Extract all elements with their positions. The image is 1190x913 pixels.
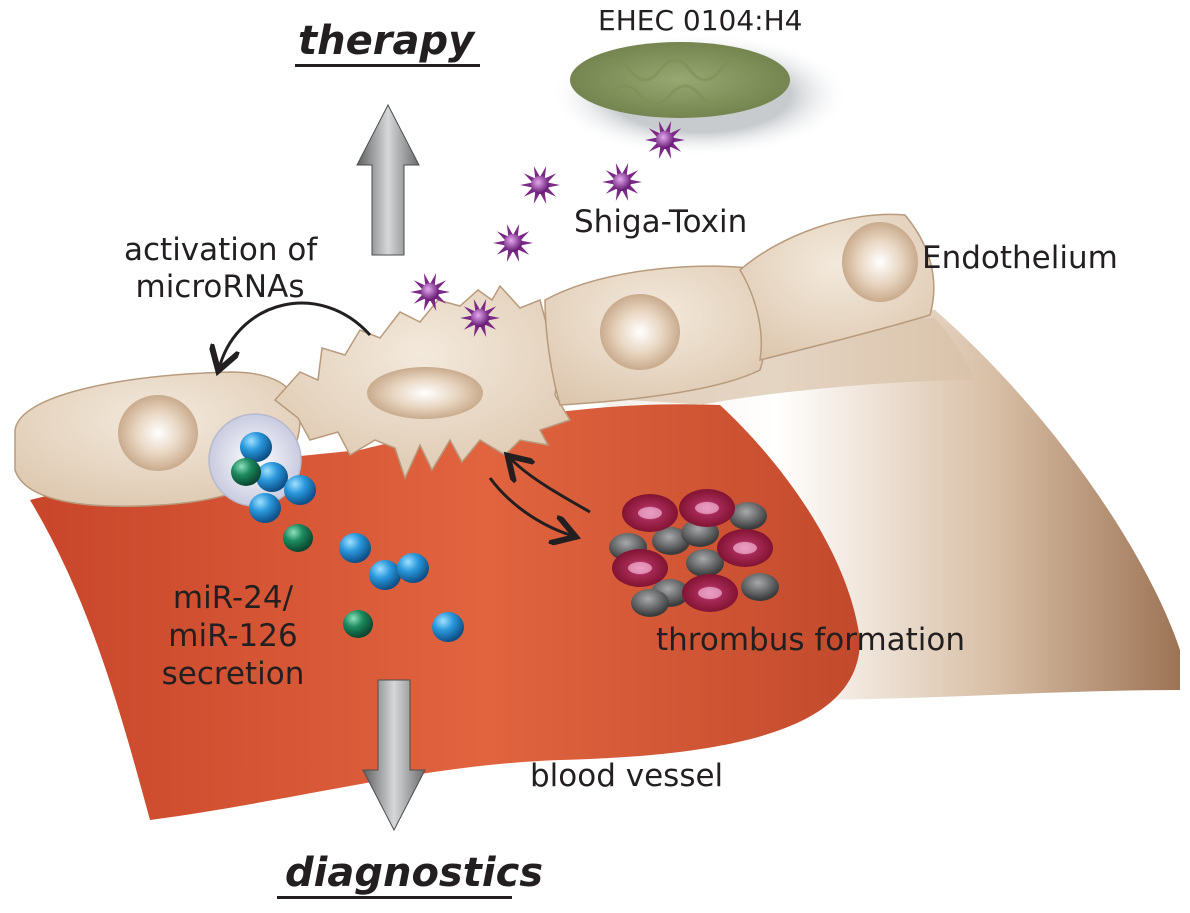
platelet-4 — [686, 549, 724, 577]
mir-24-sphere-3 — [284, 475, 316, 505]
red-blood-cell-4 — [717, 529, 773, 567]
mir-24-sphere-1 — [240, 432, 272, 462]
red-blood-cell-1 — [622, 494, 678, 532]
activation-arrow — [220, 301, 372, 365]
shiga-toxin-3 — [520, 166, 560, 204]
mirna-secretion-label: miR-24/ miR-126 secretion — [158, 580, 308, 693]
cell-nucleus-right — [842, 222, 918, 302]
mir-126-sphere-3 — [343, 610, 373, 638]
diagnostics-arrow — [362, 679, 426, 832]
platelet-2 — [652, 527, 690, 555]
mir-24-sphere-5 — [339, 533, 371, 563]
cell-nucleus — [118, 395, 198, 471]
shiga-toxin-group — [410, 121, 685, 337]
shiga-toxin-4 — [493, 224, 533, 262]
shiga-toxin-5 — [410, 273, 450, 311]
activation-label-line2: microRNAs — [135, 268, 305, 305]
mir-label-line3: secretion — [161, 655, 305, 692]
mir-label-line1: miR-24/ — [172, 580, 294, 616]
red-blood-cell-2 — [679, 489, 735, 527]
mir-24-sphere-2 — [256, 462, 288, 492]
cell-nucleus-middle — [600, 294, 680, 370]
thrombus-cluster — [609, 489, 779, 617]
ehec-label: EHEC 0104:H4 — [598, 4, 803, 37]
endothelium-label: Endothelium — [922, 240, 1118, 276]
shiga-toxin-2 — [602, 163, 642, 201]
platelet-7 — [631, 589, 669, 617]
platelet-6 — [741, 573, 779, 601]
red-blood-cell-5 — [682, 574, 738, 612]
shiga-toxin-6 — [460, 299, 500, 337]
blood-vessel-label: blood vessel — [530, 758, 724, 794]
mir-24-sphere-4 — [249, 493, 281, 523]
mirna-group — [231, 432, 464, 642]
diagnostics-underline — [277, 896, 512, 899]
thrombus-arrow-out — [488, 477, 570, 535]
platelet-3 — [729, 502, 767, 530]
mir-24-sphere-8 — [432, 612, 464, 642]
damaged-cell-nucleus — [367, 367, 483, 419]
shiga-toxin-1 — [645, 121, 685, 159]
bacterium-texture — [598, 58, 752, 106]
mir-24-sphere-6 — [369, 560, 401, 590]
mir-126-sphere-1 — [231, 458, 261, 486]
thrombus-arrow-back — [512, 460, 591, 514]
thrombus-label: thrombus formation — [656, 622, 966, 658]
ehec-bacterium — [570, 42, 790, 118]
therapy-underline — [295, 64, 480, 67]
mir-label-line2: miR-126 — [168, 617, 298, 654]
mir-24-sphere-7 — [397, 553, 429, 583]
diagnostics-label: diagnostics — [285, 850, 544, 896]
shiga-toxin-label: Shiga-Toxin — [574, 204, 748, 240]
therapy-arrow — [356, 103, 420, 256]
red-blood-cell-3 — [612, 549, 668, 587]
activation-label-line1: activation of — [124, 232, 318, 268]
therapy-label: therapy — [298, 18, 475, 64]
mir-126-sphere-2 — [283, 524, 313, 552]
activation-label: activation of microRNAs — [124, 232, 318, 305]
